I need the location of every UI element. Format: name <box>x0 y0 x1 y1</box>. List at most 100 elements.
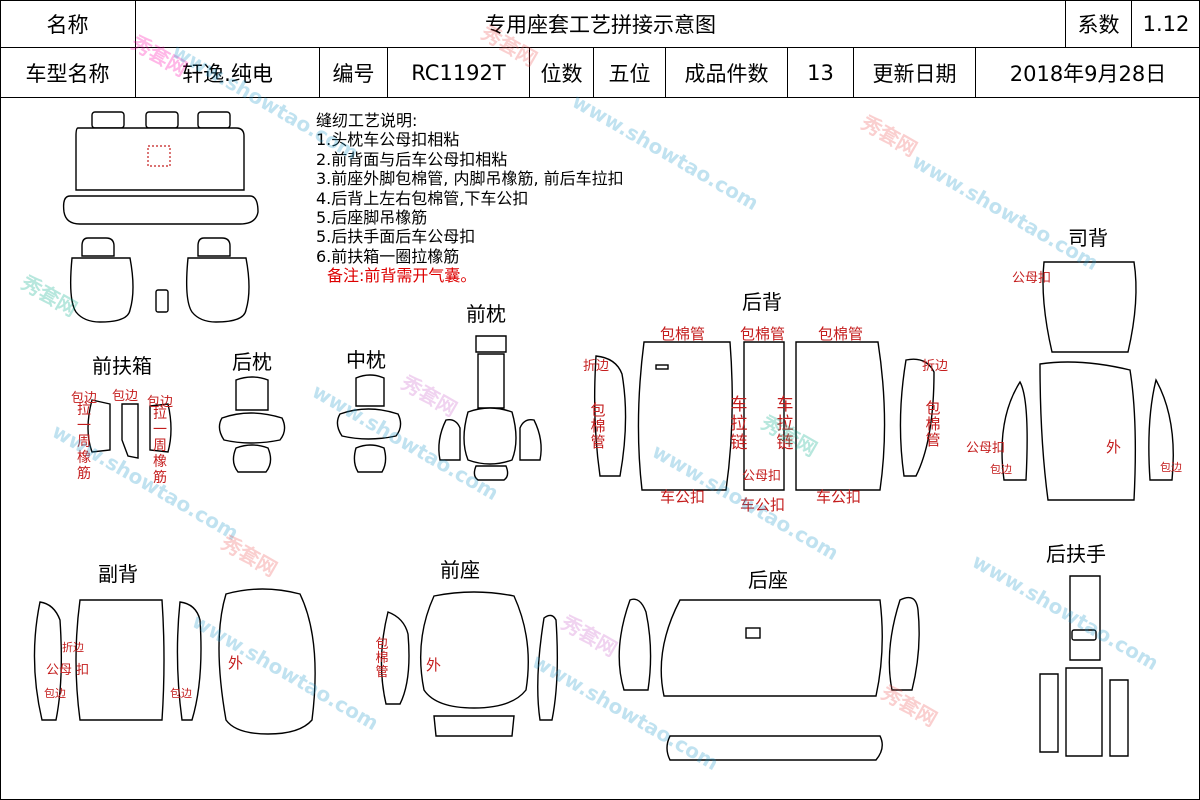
annotation-wrap-edge: 包边 <box>990 463 1012 476</box>
front-headrest-patterns <box>438 335 542 481</box>
annotation-wrap-edge: 包边 <box>170 687 192 700</box>
rear-seat-patterns <box>618 596 920 761</box>
section-title-rear-headrest: 后枕 <box>232 350 272 374</box>
annotation-wrap-edge: 包边 <box>1160 461 1182 474</box>
section-title-front-seat: 前座 <box>440 558 480 582</box>
model-value-cell: 轩逸.纯电 <box>136 48 320 98</box>
seat-overview-illustration <box>62 111 259 323</box>
note-item: 2.前背面与后车公母扣相粘 <box>316 149 508 169</box>
model-value: 轩逸.纯电 <box>182 61 273 86</box>
note-item: 5.后扶手面后车公母扣 <box>316 227 476 247</box>
coef-value: 1.12 <box>1142 11 1190 36</box>
section-title-rear-armrest: 后扶手 <box>1046 542 1106 566</box>
annotation-foam-tube: 包棉管 <box>590 401 606 451</box>
overview-front-headrest-right <box>197 237 231 257</box>
annotation-zipper: 车拉链 <box>776 395 794 453</box>
notes-heading: 缝纫工艺说明: <box>316 111 418 130</box>
date-label-cell: 更新日期 <box>854 48 976 98</box>
front-armrest-box-patterns <box>87 399 172 459</box>
annotation-foam-tube: 包棉管 <box>925 399 941 449</box>
name-label: 名称 <box>46 12 89 37</box>
annotation-outer: 外 <box>426 656 442 674</box>
front-seat-patterns <box>380 591 559 737</box>
notes-remark: 备注:前背需开气囊。 <box>327 266 477 286</box>
armrest-box-right-piece <box>149 403 172 453</box>
overview-headrest-right <box>197 111 231 129</box>
annotation-wrap-edge: 包边 <box>71 391 98 406</box>
annotation-foam-tube: 包棉管 <box>818 325 864 343</box>
section-title-front-headrest: 前枕 <box>466 302 506 326</box>
rear-back-left-panel <box>637 341 733 491</box>
overview-front-headrest-left <box>81 237 115 257</box>
code-label: 编号 <box>332 61 375 86</box>
title-cell: 专用座套工艺拼接示意图 <box>136 0 1066 48</box>
rear-back-left-side <box>593 355 627 477</box>
code-value-cell: RC1192T <box>388 48 530 98</box>
section-title-middle-headrest: 中枕 <box>346 348 386 372</box>
pieces-label: 成品件数 <box>684 61 769 86</box>
pieces-value: 13 <box>807 60 834 85</box>
seats-value: 五位 <box>608 61 651 86</box>
overview-rear-backrest <box>75 127 245 191</box>
annotation-wrap-edge: 包边 <box>44 687 66 700</box>
armrest-box-middle-piece <box>121 403 139 459</box>
driver-back-patterns <box>1001 261 1174 501</box>
annotation-snap-pair: 公母扣 <box>742 469 782 484</box>
model-label: 车型名称 <box>25 61 110 86</box>
coef-value-cell: 1.12 <box>1132 0 1200 48</box>
annotation-wrap-edge: 包边 <box>112 389 139 404</box>
code-value: RC1192T <box>411 60 506 85</box>
date-value-cell: 2018年9月28日 <box>976 48 1200 98</box>
annotation-male-snap: 车公扣 <box>660 488 706 506</box>
overview-front-seat-right <box>185 257 250 323</box>
annotation-zipper: 车拉链 <box>730 395 748 453</box>
overview-front-seat-left <box>69 257 134 323</box>
middle-headrest-patterns <box>336 374 402 473</box>
section-title-rear-back: 后背 <box>742 290 782 314</box>
rear-back-right-panel <box>795 341 886 491</box>
annotation-fold-edge: 折边 <box>922 359 949 374</box>
overview-headrest-left <box>91 111 125 129</box>
pieces-value-cell: 13 <box>788 48 854 98</box>
seats-label-cell: 位数 <box>530 48 594 98</box>
section-title-rear-seat: 后座 <box>748 568 788 592</box>
annotation-fold-edge: 折边 <box>583 359 610 374</box>
section-title-front-armrest-box: 前扶箱 <box>92 354 152 378</box>
note-item: 6.前扶箱一圈拉橡筋 <box>316 246 460 266</box>
sheet-title: 专用座套工艺拼接示意图 <box>485 12 716 37</box>
pieces-label-cell: 成品件数 <box>666 48 788 98</box>
section-title-passenger-back: 副背 <box>98 562 138 586</box>
rear-headrest-patterns <box>218 376 286 473</box>
annotation-foam-tube: 包棉管 <box>375 637 389 680</box>
overview-headrest-middle <box>145 111 179 129</box>
overview-rear-cushion <box>62 195 259 225</box>
armrest-box-left-piece <box>87 399 111 453</box>
coef-label: 系数 <box>1077 12 1120 37</box>
rear-armrest-patterns <box>1039 575 1129 757</box>
annotation-outer: 外 <box>1106 438 1122 456</box>
sewing-notes: 缝纫工艺说明: 1.头枕车公母扣相粘 2.前背面与后车公母扣相粘 3.前座外脚包… <box>316 111 624 286</box>
annotation-male-snap: 车公扣 <box>740 496 786 514</box>
note-item: 5.后座脚吊橡筋 <box>316 208 428 228</box>
annotation-foam-tube: 包棉管 <box>740 325 786 343</box>
rear-back-patterns <box>593 341 935 491</box>
rear-back-right-side <box>899 358 935 477</box>
annotation-snap-pair: 公母扣 <box>1012 271 1052 286</box>
coef-label-cell: 系数 <box>1066 0 1132 48</box>
annotation-pull-elastic: 拉一周橡筋 <box>153 406 167 486</box>
annotation-male-snap: 车公扣 <box>816 488 862 506</box>
note-item: 4.后背上左右包棉管,下车公扣 <box>316 188 529 208</box>
name-label-cell: 名称 <box>0 0 136 48</box>
annotation-outer: 外 <box>228 654 244 672</box>
note-item: 3.前座外脚包棉管, 内脚吊橡筋, 前后车拉扣 <box>316 169 624 189</box>
annotation-pull-elastic: 拉一周橡筋 <box>77 402 91 482</box>
passenger-back-patterns <box>33 588 316 735</box>
annotation-snap-button: 公母 扣 <box>46 663 90 678</box>
model-label-cell: 车型名称 <box>0 48 136 98</box>
date-value: 2018年9月28日 <box>1009 61 1167 86</box>
annotation-snap-pair: 公母扣 <box>966 441 1006 456</box>
date-label: 更新日期 <box>872 61 957 86</box>
annotation-foam-tube: 包棉管 <box>660 325 706 343</box>
note-item: 1.头枕车公母扣相粘 <box>316 130 460 150</box>
